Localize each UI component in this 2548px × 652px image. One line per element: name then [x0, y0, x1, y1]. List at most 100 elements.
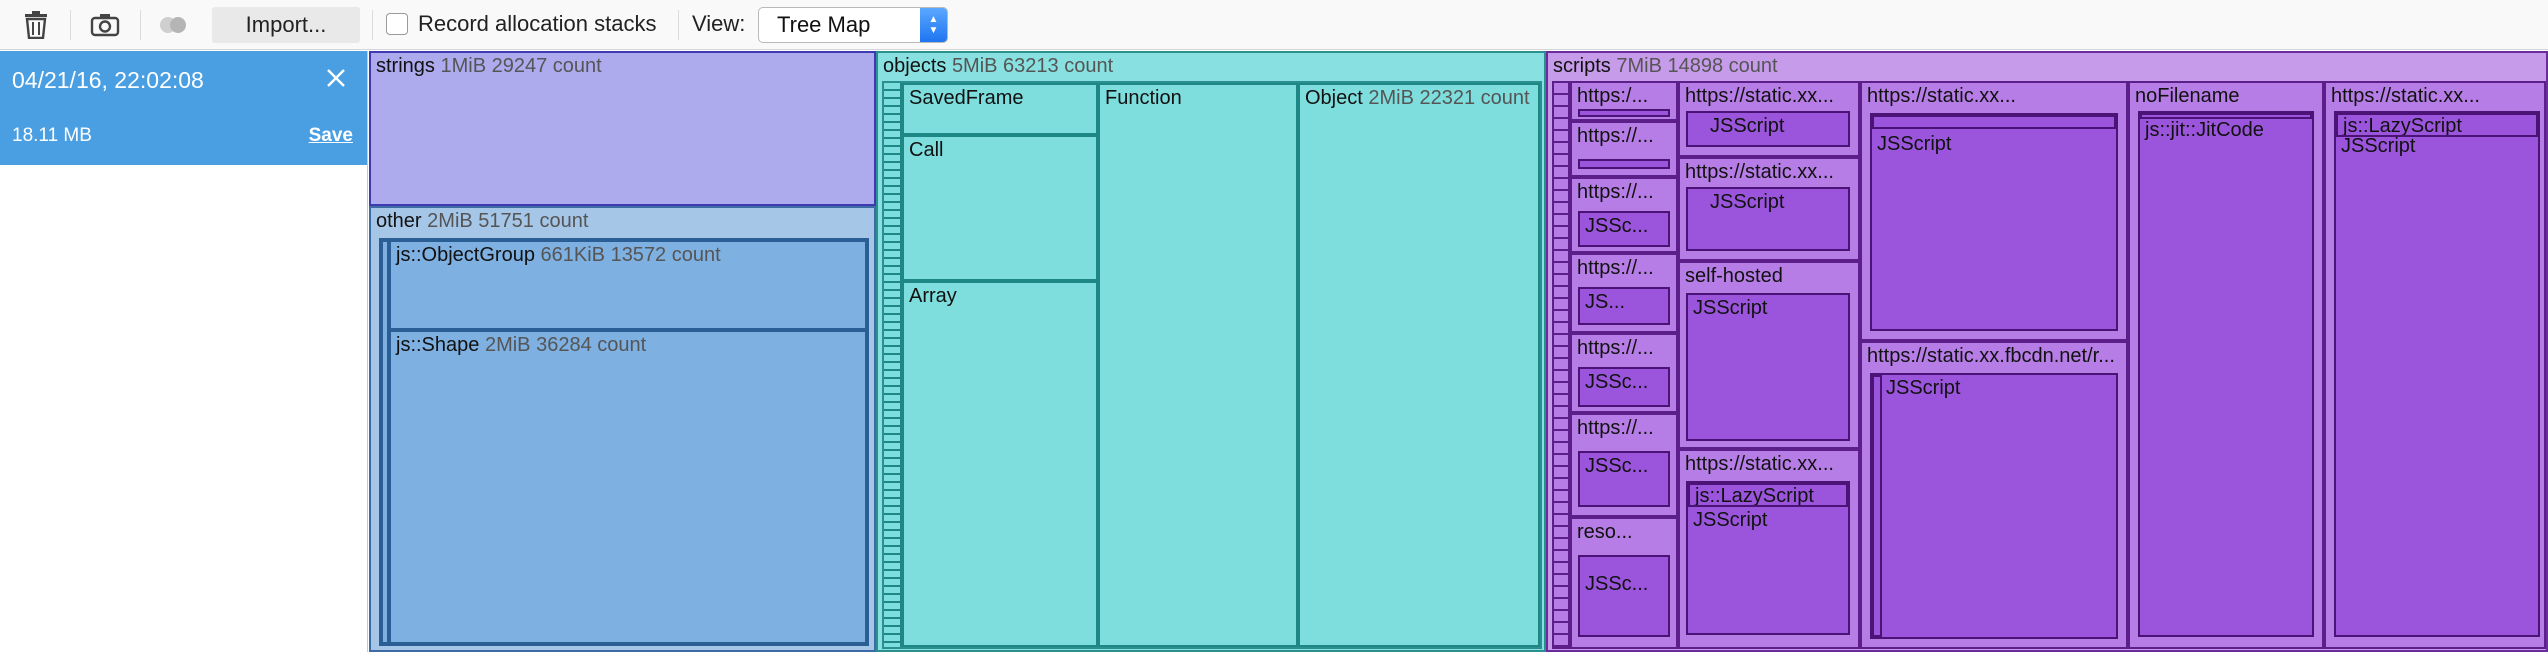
node-name: JSScript	[1877, 133, 1952, 155]
node-count: 2MiB 36284 count	[484, 334, 647, 356]
node-name: JSSc...	[1585, 371, 1649, 393]
trash-icon[interactable]	[14, 8, 58, 42]
treemap-node-url[interactable]: https://static.xx... JSScript	[1678, 157, 1860, 261]
node-name: scripts	[1553, 55, 1611, 77]
node-name: Object	[1305, 87, 1363, 109]
node-name: JSSc...	[1585, 215, 1649, 237]
treemap-node-url[interactable]: https://static.xx... js::LazyScript JSSc…	[2324, 81, 2546, 649]
node-name: JSScript	[1886, 377, 1961, 399]
node-name: SavedFrame	[909, 87, 1024, 109]
treemap-node-jsscript[interactable]: JSScript	[1686, 187, 1850, 251]
node-count: 2MiB 51751 count	[427, 210, 589, 232]
treemap-node-shape[interactable]: js::Shape 2MiB 36284 count	[389, 330, 867, 644]
treemap-node-nofilename[interactable]: noFilename js::jit::JitCode	[2128, 81, 2324, 649]
node-name: JSScript	[2341, 135, 2416, 157]
node-count: 2MiB 22321 count	[1368, 87, 1530, 109]
view-select-value: Tree Map	[777, 12, 871, 37]
node-name: https://static.xx.fbcdn.net/r...	[1867, 345, 2115, 367]
node-name: https://...	[1577, 337, 1654, 359]
node-name: JSScript	[1693, 509, 1768, 531]
treemap-node-jsscript[interactable]: JSSc...	[1578, 211, 1670, 247]
import-button[interactable]: Import...	[212, 7, 360, 43]
node-name: JSSc...	[1585, 455, 1649, 477]
node-name: js::jit::JitCode	[2145, 119, 2264, 141]
treemap-node-url[interactable]: https://static.xx... JSScript	[1860, 81, 2128, 341]
toolbar-separator	[140, 10, 141, 40]
save-link[interactable]: Save	[308, 125, 353, 146]
treemap-node-jsscript[interactable]: JSScript	[1686, 293, 1850, 441]
treemap-node-other[interactable]: other 2MiB 51751 count js::ObjectGroup 6…	[369, 206, 876, 652]
treemap-node-lazyscript[interactable]: js::LazyScript	[1688, 483, 1848, 507]
node-name: https:/...	[1577, 85, 1649, 107]
treemap-node-small[interactable]	[381, 240, 389, 644]
node-name: Call	[909, 139, 944, 161]
snapshot-time: 04/21/16, 22:02:08	[12, 67, 204, 93]
treemap-node-scripts[interactable]: scripts 7MiB 14898 count https:/... http…	[1546, 51, 2548, 652]
snapshot-item[interactable]: 04/21/16, 22:02:08 18.11 MB Save	[0, 51, 367, 165]
treemap-node-jsscript[interactable]: JSScript	[1870, 373, 2118, 639]
treemap-node-resource[interactable]: reso...JSSc...	[1570, 517, 1678, 649]
treemap-node-url[interactable]: https://static.xx.fbcdn.net/r... JSScrip…	[1860, 341, 2128, 649]
treemap-node-small-strip[interactable]	[1552, 81, 1570, 649]
treemap-node-url[interactable]: https://static.xx... JSScript	[1678, 81, 1860, 157]
toolbar-separator	[70, 10, 71, 40]
treemap-node-objectgroup[interactable]: js::ObjectGroup 661KiB 13572 count	[389, 240, 867, 330]
treemap-node-jsscript[interactable]	[1578, 109, 1670, 117]
node-name: Function	[1105, 87, 1182, 109]
node-name: js::LazyScript	[2343, 115, 2462, 137]
treemap-node-strings[interactable]: strings 1MiB 29247 count	[369, 51, 876, 206]
node-name: js::LazyScript	[1695, 485, 1814, 507]
record-allocation-stacks-checkbox[interactable]	[386, 13, 408, 35]
node-name: JSScript	[1710, 115, 1785, 137]
treemap-node-jsscript[interactable]: JSScript	[1686, 111, 1850, 147]
treemap-node-url[interactable]: https://... JSSc...	[1570, 413, 1678, 517]
treemap-node-small-strip[interactable]	[884, 83, 902, 647]
treemap-node-jsscript[interactable]: JS...	[1578, 287, 1670, 325]
treemap-node-objects[interactable]: objects 5MiB 63213 count SavedFrame Call…	[876, 51, 1546, 652]
treemap-node-url[interactable]: https://...	[1570, 121, 1678, 177]
treemap-node-function[interactable]: Function	[1098, 83, 1298, 647]
camera-icon[interactable]	[82, 8, 128, 42]
treemap-node-lazyscript[interactable]: js::LazyScript	[2336, 113, 2538, 137]
snapshot-list: 04/21/16, 22:02:08 18.11 MB Save	[0, 51, 368, 652]
view-select[interactable]: Tree Map	[758, 7, 948, 43]
record-allocation-stacks-label[interactable]: Record allocation stacks	[418, 11, 657, 36]
treemap-node-url[interactable]: https:/...	[1570, 81, 1678, 121]
treemap-node-jsscript-group[interactable]: js::LazyScript JSScript	[1686, 481, 1850, 635]
treemap-node-small[interactable]	[1872, 375, 1882, 637]
node-name: JSScript	[1710, 191, 1785, 213]
treemap-node-url[interactable]: https://static.xx... js::LazyScript JSSc…	[1678, 449, 1860, 649]
treemap-node-other-group[interactable]: js::ObjectGroup 661KiB 13572 count js::S…	[379, 238, 869, 646]
treemap-node-array[interactable]: Array	[902, 281, 1098, 647]
treemap-node-call[interactable]: Call	[902, 135, 1098, 281]
treemap-node-jitcode[interactable]: js::jit::JitCode	[2138, 111, 2314, 637]
treemap-node-small[interactable]	[1872, 115, 2116, 129]
treemap-node-small[interactable]	[2140, 113, 2312, 119]
treemap-node-url[interactable]: https://...JSSc...	[1570, 177, 1678, 253]
treemap-node-jsscript-group[interactable]: js::LazyScript JSScript	[2334, 111, 2540, 637]
node-name: self-hosted	[1685, 265, 1783, 287]
treemap-node-jsscript[interactable]	[1578, 159, 1670, 169]
treemap-node-url[interactable]: https://... JSSc...	[1570, 333, 1678, 413]
select-stepper-icon[interactable]: ▲▼	[920, 8, 947, 42]
toggle-diff-icon[interactable]	[150, 8, 196, 42]
treemap-node-jsscript[interactable]: JSScript	[1870, 113, 2118, 331]
toolbar-separator	[372, 10, 373, 40]
treemap-node-savedframe[interactable]: SavedFrame	[902, 83, 1098, 135]
node-name: https://...	[1577, 417, 1654, 439]
treemap-node-url[interactable]: https://...JS...	[1570, 253, 1678, 333]
toolbar: Import... Record allocation stacks View:…	[0, 0, 2548, 50]
node-name: https://static.xx...	[1685, 161, 1834, 183]
node-name: noFilename	[2135, 85, 2240, 107]
node-name: JSSc...	[1585, 573, 1649, 595]
node-name: https://static.xx...	[1867, 85, 2016, 107]
treemap-node-jsscript[interactable]: JSSc...	[1578, 367, 1670, 407]
treemap-node-objects-inner[interactable]: SavedFrame Call Array Function Object 2M…	[882, 81, 1542, 649]
treemap-node-jsscript[interactable]: JSSc...	[1578, 555, 1670, 637]
treemap-node-object[interactable]: Object 2MiB 22321 count	[1298, 83, 1540, 647]
treemap-node-jsscript[interactable]: JSSc...	[1578, 451, 1670, 507]
close-icon[interactable]	[323, 65, 349, 91]
node-name: https://static.xx...	[1685, 85, 1834, 107]
node-name: https://...	[1577, 125, 1654, 147]
